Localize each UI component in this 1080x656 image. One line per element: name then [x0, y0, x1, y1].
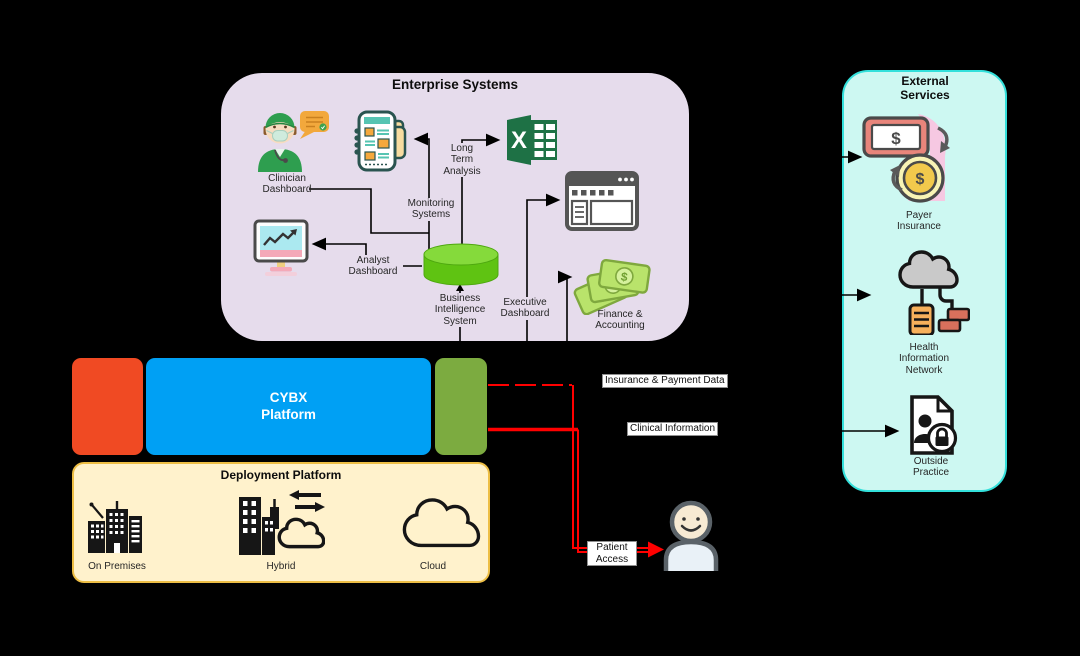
cloud-icon	[402, 498, 481, 548]
svg-text:$: $	[620, 269, 629, 284]
cloud-label: Cloud	[419, 561, 447, 572]
insurance-payment-data-label: Insurance & Payment Data	[602, 374, 728, 388]
patient-icon	[663, 500, 719, 571]
external-services-title: External Services	[900, 74, 950, 103]
on-premises-icon	[88, 501, 142, 553]
hybrid-icon	[239, 490, 325, 555]
red-flow-connectors	[488, 384, 648, 553]
patient-access-label: Patient Access	[587, 541, 637, 566]
excel-icon: X	[507, 115, 557, 165]
svg-text:$: $	[916, 171, 925, 188]
svg-text:$: $	[891, 129, 901, 148]
hybrid-label: Hybrid	[266, 561, 296, 572]
deployment-platform-title: Deployment Platform	[220, 468, 342, 482]
business-intelligence-system-label: Business Intelligence System	[424, 293, 496, 328]
executive-browser-icon	[565, 171, 639, 231]
cybx-platform-title: CYBX Platform	[261, 390, 316, 422]
monitoring-systems-label: Monitoring Systems	[401, 198, 461, 221]
cybx-platform-block: CYBX Platform	[146, 358, 431, 455]
executive-dashboard-label: Executive Dashboard	[494, 297, 556, 320]
monitoring-phone-icon	[354, 110, 407, 172]
patient-access-arrowhead	[648, 541, 664, 558]
platform-green-block	[435, 358, 487, 455]
on-premises-label: On Premises	[88, 561, 146, 572]
clinical-information-label: Clinical Information	[627, 422, 719, 436]
payer-insurance-icon: $ $	[862, 114, 950, 203]
outside-practice-label: Outside Practice	[912, 456, 950, 479]
long-term-analysis-label: Long Term Analysis	[439, 143, 485, 178]
finance-accounting-label: Finance & Accounting	[595, 309, 645, 332]
payer-insurance-label: Payer Insurance	[897, 210, 941, 233]
analyst-dashboard-label: Analyst Dashboard	[343, 255, 403, 278]
svg-text:X: X	[511, 127, 527, 154]
health-information-network-label: Health Information Network	[898, 342, 950, 376]
enterprise-systems-title: Enterprise Systems	[391, 77, 519, 92]
clinician-icon	[258, 111, 329, 172]
health-information-network-icon	[898, 250, 970, 335]
clinician-dashboard-label: Clinician Dashboard	[262, 173, 312, 196]
finance-money-icon: $	[573, 258, 651, 315]
platform-orange-block	[72, 358, 143, 455]
outside-practice-icon	[910, 395, 958, 455]
analyst-monitor-icon	[253, 219, 309, 276]
bi-database-icon	[423, 243, 499, 286]
